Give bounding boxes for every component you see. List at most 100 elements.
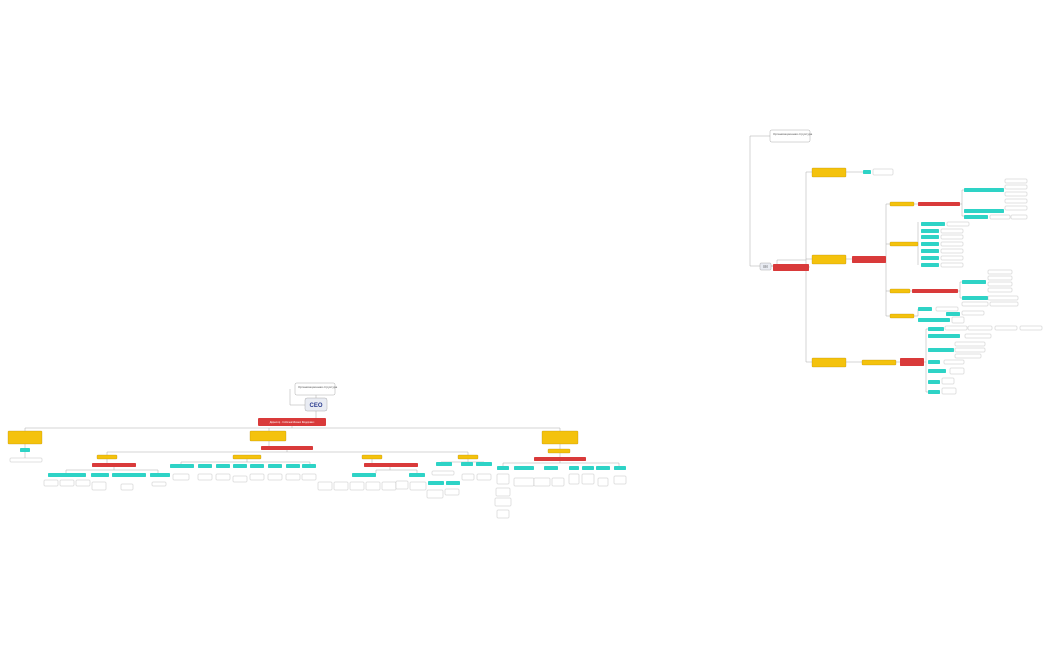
unit-node[interactable] (921, 229, 939, 233)
leaf-node[interactable] (941, 377, 955, 385)
dept-node[interactable] (889, 313, 915, 319)
dept-node[interactable] (541, 430, 579, 445)
leaf-node[interactable] (944, 325, 968, 331)
left-director-node[interactable]: Директор · Соболев Михаил Фёдорович (258, 418, 326, 426)
dir-node[interactable] (92, 463, 136, 467)
leaf-node[interactable] (954, 353, 982, 359)
leaf-node[interactable] (964, 333, 992, 339)
leaf-node[interactable] (967, 325, 993, 331)
leaf-node[interactable] (987, 275, 1013, 281)
unit-node[interactable] (928, 380, 940, 384)
leaf-node[interactable] (431, 470, 455, 476)
leaf-node[interactable] (961, 301, 989, 307)
leaf-node[interactable] (943, 359, 965, 365)
leaf-node[interactable] (120, 483, 134, 491)
leaf-node[interactable] (989, 214, 1011, 220)
unit-node[interactable] (928, 390, 940, 394)
leaf-node[interactable] (301, 473, 317, 481)
dept-node[interactable] (811, 254, 847, 265)
dir-node[interactable] (912, 289, 958, 293)
dept-node[interactable] (889, 201, 915, 207)
leaf-node[interactable] (365, 481, 381, 491)
unit-node[interactable] (928, 334, 960, 338)
leaf-node[interactable] (872, 168, 894, 176)
dept-node[interactable] (232, 454, 262, 460)
unit-node[interactable] (569, 466, 579, 470)
unit-node[interactable] (921, 222, 945, 226)
leaf-node[interactable] (476, 473, 492, 481)
dir-node[interactable] (852, 256, 886, 263)
leaf-node[interactable] (461, 473, 475, 481)
leaf-node[interactable] (494, 497, 512, 507)
leaf-node[interactable] (568, 473, 580, 485)
unit-node[interactable] (928, 327, 944, 331)
dept-node[interactable] (96, 454, 118, 460)
unit-node[interactable] (918, 318, 950, 322)
dept-node[interactable] (889, 288, 911, 294)
leaf-node[interactable] (1010, 214, 1028, 220)
leaf-node[interactable] (1019, 325, 1043, 331)
leaf-node[interactable] (940, 241, 964, 247)
unit-node[interactable] (596, 466, 610, 470)
leaf-node[interactable] (597, 477, 609, 487)
unit-node[interactable] (964, 209, 1004, 213)
leaf-node[interactable] (987, 295, 1019, 301)
unit-node[interactable] (170, 464, 194, 468)
leaf-node[interactable] (285, 473, 301, 481)
unit-node[interactable] (928, 348, 954, 352)
unit-node[interactable] (921, 235, 939, 239)
leaf-node[interactable] (495, 487, 511, 497)
leaf-node[interactable] (232, 475, 248, 483)
leaf-node[interactable] (987, 281, 1013, 287)
unit-node[interactable] (302, 464, 316, 468)
leaf-node[interactable] (9, 457, 43, 463)
left-ceo-node[interactable]: CEO (304, 397, 328, 412)
leaf-node[interactable] (987, 269, 1013, 275)
leaf-node[interactable] (395, 480, 409, 490)
dept-node[interactable] (547, 448, 571, 454)
right-ceo-node[interactable]: CEO (759, 262, 772, 271)
leaf-node[interactable] (941, 387, 957, 395)
leaf-node[interactable] (91, 481, 107, 491)
leaf-node[interactable] (951, 316, 965, 324)
leaf-node[interactable] (940, 255, 964, 261)
unit-node[interactable] (461, 462, 473, 466)
leaf-node[interactable] (349, 481, 365, 491)
leaf-node[interactable] (935, 306, 959, 312)
unit-node[interactable] (964, 188, 1004, 192)
leaf-node[interactable] (75, 479, 91, 487)
unit-node[interactable] (514, 466, 534, 470)
unit-node[interactable] (946, 312, 960, 316)
leaf-node[interactable] (1004, 198, 1028, 204)
leaf-node[interactable] (197, 473, 213, 481)
leaf-node[interactable] (426, 489, 444, 499)
dir-node[interactable] (773, 264, 809, 271)
unit-node[interactable] (964, 215, 988, 219)
unit-node[interactable] (428, 481, 444, 485)
unit-node[interactable] (233, 464, 247, 468)
unit-node[interactable] (476, 462, 492, 466)
dept-node[interactable] (811, 357, 847, 368)
leaf-node[interactable] (551, 477, 565, 487)
unit-node[interactable] (446, 481, 460, 485)
leaf-node[interactable] (994, 325, 1018, 331)
unit-node[interactable] (198, 464, 212, 468)
unit-node[interactable] (20, 448, 30, 452)
unit-node[interactable] (150, 473, 170, 477)
unit-node[interactable] (962, 296, 988, 300)
unit-node[interactable] (112, 473, 146, 477)
leaf-node[interactable] (533, 477, 551, 487)
unit-node[interactable] (863, 170, 871, 174)
leaf-node[interactable] (1004, 184, 1028, 190)
leaf-node[interactable] (1004, 191, 1028, 197)
unit-node[interactable] (928, 360, 940, 364)
unit-node[interactable] (928, 369, 946, 373)
leaf-node[interactable] (444, 488, 460, 496)
leaf-node[interactable] (940, 234, 964, 240)
leaf-node[interactable] (949, 367, 965, 375)
unit-node[interactable] (614, 466, 626, 470)
dept-node[interactable] (457, 454, 479, 460)
unit-node[interactable] (250, 464, 264, 468)
dept-node[interactable] (7, 430, 43, 445)
unit-node[interactable] (921, 263, 939, 267)
